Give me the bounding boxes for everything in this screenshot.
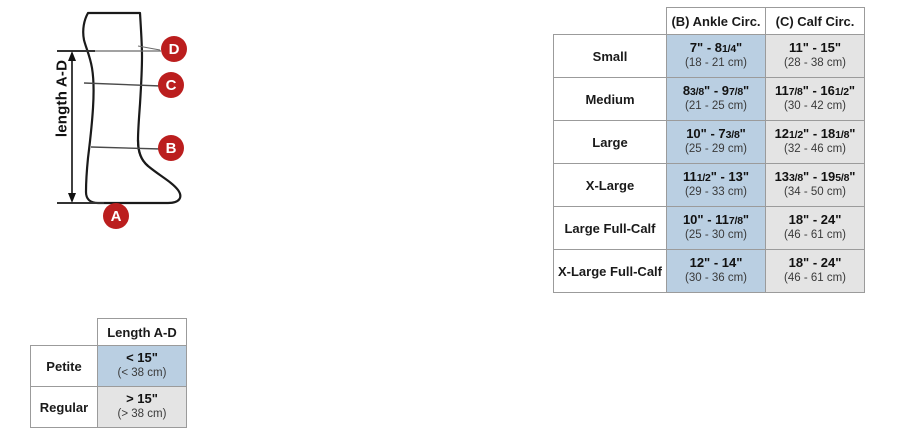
row-header-medium: Medium [553,77,667,121]
cell-petite-length-inches: < 15" [126,350,158,366]
length-corner-blank-cell [31,319,98,346]
column-header-length-ad: Length A-D [97,318,187,346]
cell-petite-length: < 15" (< 38 cm) [97,345,187,387]
cell-large-ankle-inches: 10" - 73/8" [686,126,746,142]
table-row: X-Large 111/2" - 13" (29 - 33 cm) 133/8"… [553,163,865,207]
table-header-row: (B) Ankle Circ. (C) Calf Circ. [554,7,865,35]
row-header-small: Small [553,34,667,78]
cell-small-ankle-inches: 7" - 81/4" [689,40,743,56]
cell-regular-length: > 15" (> 38 cm) [97,386,187,428]
cell-medium-calf-cm: (30 - 42 cm) [784,100,846,112]
cell-xlarge-calf-inches: 133/8" - 195/8" [774,169,856,185]
table-row: Large Full-Calf 10" - 117/8" (25 - 30 cm… [553,206,865,250]
badge-c: C [158,72,184,98]
cell-petite-length-cm: (< 38 cm) [117,367,167,379]
table-row: X-Large Full-Calf 12" - 14" (30 - 36 cm)… [553,249,865,293]
cell-small-calf-inches: 11" - 15" [788,40,842,56]
cell-xlarge-calf-cm: (34 - 50 cm) [784,186,846,198]
cell-large-full-calf-calf: 18" - 24" (46 - 61 cm) [765,206,865,250]
cell-xlarge-ankle: 111/2" - 13" (29 - 33 cm) [666,163,766,207]
ankle-contour [136,139,149,167]
cell-xlarge-full-calf-calf-inches: 18" - 24" [788,255,842,271]
leg-outline-path [82,11,182,205]
row-header-large-full-calf: Large Full-Calf [553,206,667,250]
leg-measurement-diagram: length A-D D C B A [20,0,230,250]
cell-regular-length-inches: > 15" [126,391,158,407]
leg-outline-svg [57,11,182,205]
cell-regular-length-cm: (> 38 cm) [117,408,167,420]
cell-medium-ankle-cm: (21 - 25 cm) [685,100,747,112]
badge-a: A [103,203,129,229]
cell-large-full-calf-calf-inches: 18" - 24" [788,212,842,228]
row-header-xlarge-full-calf: X-Large Full-Calf [553,249,667,293]
cell-large-calf: 121/2" - 181/8" (32 - 46 cm) [765,120,865,164]
length-ad-label: length A-D [53,59,71,138]
row-header-xlarge: X-Large [553,163,667,207]
cell-large-ankle: 10" - 73/8" (25 - 29 cm) [666,120,766,164]
cell-large-full-calf-calf-cm: (46 - 61 cm) [784,229,846,241]
table-row: Large 10" - 73/8" (25 - 29 cm) 121/2" - … [553,120,865,164]
table-row: Regular > 15" (> 38 cm) [30,386,187,428]
cell-large-calf-cm: (32 - 46 cm) [784,143,846,155]
cell-medium-calf: 117/8" - 161/2" (30 - 42 cm) [765,77,865,121]
cell-large-full-calf-ankle: 10" - 117/8" (25 - 30 cm) [666,206,766,250]
table-row: Medium 83/8" - 97/8" (21 - 25 cm) 117/8"… [553,77,865,121]
cell-small-calf: 11" - 15" (28 - 38 cm) [765,34,865,78]
cell-large-full-calf-ankle-cm: (25 - 30 cm) [685,229,747,241]
table-row: Petite < 15" (< 38 cm) [30,345,187,387]
cell-medium-ankle-inches: 83/8" - 97/8" [682,83,750,99]
badge-b: B [158,135,184,161]
cell-medium-calf-inches: 117/8" - 161/2" [774,83,856,99]
row-header-regular: Regular [30,386,98,428]
badge-d: D [161,36,187,62]
cell-small-ankle-cm: (18 - 21 cm) [685,57,747,69]
cell-large-calf-inches: 121/2" - 181/8" [774,126,856,142]
cell-large-full-calf-ankle-inches: 10" - 117/8" [682,212,750,228]
badge-b-label: B [165,139,177,157]
cell-small-ankle: 7" - 81/4" (18 - 21 cm) [666,34,766,78]
corner-blank-cell [554,8,667,35]
cell-small-calf-cm: (28 - 38 cm) [784,57,846,69]
cell-large-ankle-cm: (25 - 29 cm) [685,143,747,155]
cell-xlarge-full-calf-calf: 18" - 24" (46 - 61 cm) [765,249,865,293]
arrowhead-down-icon [68,193,76,203]
cell-xlarge-ankle-inches: 111/2" - 13" [682,169,750,185]
column-header-ankle: (B) Ankle Circ. [666,7,766,35]
cell-xlarge-full-calf-calf-cm: (46 - 61 cm) [784,272,846,284]
cell-xlarge-full-calf-ankle-cm: (30 - 36 cm) [685,272,747,284]
circumference-size-chart: (B) Ankle Circ. (C) Calf Circ. Small 7" … [553,7,865,293]
arrowhead-up-icon [68,51,76,61]
row-header-large: Large [553,120,667,164]
badge-d-label: D [168,40,180,58]
column-header-calf: (C) Calf Circ. [765,7,865,35]
leader-line-d [137,45,161,51]
table-row: Small 7" - 81/4" (18 - 21 cm) 11" - 15" … [553,34,865,78]
cell-medium-ankle: 83/8" - 97/8" (21 - 25 cm) [666,77,766,121]
length-size-chart: Length A-D Petite < 15" (< 38 cm) Regula… [30,318,187,428]
length-table-header-row: Length A-D [31,318,187,346]
cell-xlarge-calf: 133/8" - 195/8" (34 - 50 cm) [765,163,865,207]
badge-c-label: C [165,76,177,94]
badge-a-label: A [110,207,122,225]
measure-line-b [90,146,162,150]
measure-line-c [83,82,162,87]
cell-xlarge-full-calf-ankle-inches: 12" - 14" [689,255,743,271]
cell-xlarge-ankle-cm: (29 - 33 cm) [685,186,747,198]
cell-xlarge-full-calf-ankle: 12" - 14" (30 - 36 cm) [666,249,766,293]
row-header-petite: Petite [30,345,98,387]
